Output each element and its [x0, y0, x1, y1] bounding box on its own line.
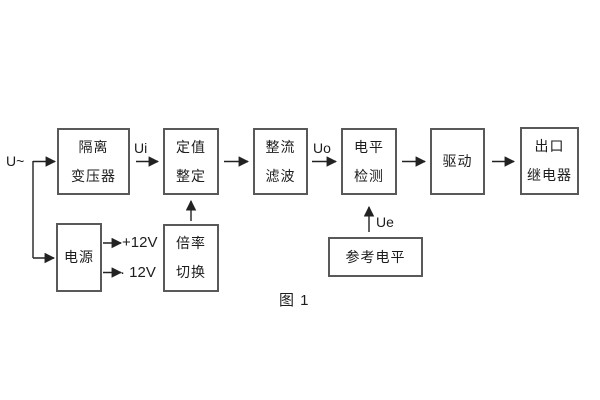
block-label: 电源	[64, 249, 94, 265]
signal-label-ue: Ue	[376, 214, 394, 230]
block-reference-level: 参考电平	[328, 237, 423, 277]
signal-label-minus12v: · 12V	[120, 264, 156, 281]
block-label: 定值	[176, 138, 206, 155]
block-ratio-switch: 倍率 切换	[163, 224, 219, 292]
signal-label-plus12v: +12V	[122, 234, 158, 251]
block-label: 继电器	[527, 167, 572, 183]
block-label: 滤波	[265, 167, 296, 184]
block-label: 整定	[176, 167, 206, 184]
block-label: 变压器	[71, 167, 116, 184]
signal-label-ui: Ui	[134, 140, 148, 156]
signal-label-uo: Uo	[313, 140, 331, 156]
block-label: 整流	[265, 138, 296, 155]
signal-label-input: U~	[6, 153, 25, 169]
block-label: 电平	[354, 138, 384, 155]
block-label: 出口	[534, 138, 565, 154]
block-rectifier-filter: 整流 滤波	[253, 128, 308, 195]
block-setpoint-setting: 定值 整定	[163, 128, 219, 195]
block-label: 参考电平	[345, 248, 406, 265]
block-label: 切换	[176, 264, 206, 280]
block-drive: 驱动	[430, 128, 485, 195]
block-power-supply: 电源	[56, 223, 102, 292]
block-output-relay: 出口 继电器	[520, 127, 579, 195]
block-level-detection: 电平 检测	[341, 128, 397, 195]
figure-caption: 图 1	[279, 292, 310, 309]
block-label: 检测	[354, 167, 384, 184]
block-isolation-transformer: 隔离 变压器	[57, 128, 130, 195]
block-label: 驱动	[442, 153, 473, 169]
block-label: 倍率	[176, 235, 206, 251]
block-label: 隔离	[78, 138, 109, 155]
